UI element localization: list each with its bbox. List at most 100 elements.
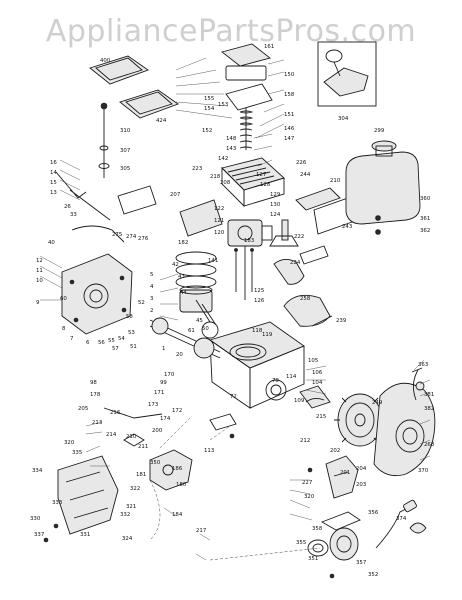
callout-330: 330 [30, 516, 41, 522]
callout-355: 355 [296, 540, 306, 546]
valve-spring-assembly[interactable] [239, 108, 254, 150]
spark-plug[interactable] [269, 219, 299, 247]
callout-362: 362 [420, 228, 430, 234]
callout-120: 120 [214, 230, 225, 236]
callout-320: 320 [304, 494, 315, 500]
callout-45: 50 [202, 326, 209, 332]
callout-213: 211 [138, 444, 148, 450]
callout-54: 55 [108, 338, 115, 344]
callout-125: 125 [254, 288, 264, 294]
callout-381: 381 [424, 392, 434, 398]
air-filter-pad-424[interactable] [119, 89, 179, 119]
callout-146: 146 [284, 126, 295, 132]
spark-plug-lead[interactable] [411, 367, 425, 401]
callout-1: 20 [176, 352, 183, 358]
governor-linkage[interactable] [55, 171, 125, 243]
callout-203: 201 [340, 470, 350, 476]
flywheel[interactable] [334, 393, 386, 447]
callout-358: 358 [312, 526, 323, 532]
callout-357: 357 [356, 560, 366, 566]
exhaust-deflector[interactable] [283, 294, 333, 327]
callout-225: 223 [192, 166, 202, 172]
fastener-set[interactable] [43, 433, 335, 579]
callout-170: 98 [90, 380, 97, 386]
callout-182: 180 [176, 482, 187, 488]
blower-housing-cover-161[interactable] [221, 43, 273, 111]
starter-bracket[interactable] [325, 455, 359, 499]
callout-424: 424 [156, 118, 167, 124]
callout-151: 151 [284, 112, 294, 118]
callout-129: 129 [270, 192, 281, 198]
callout-276: 274 [126, 234, 137, 240]
callout-352: 352 [368, 572, 378, 578]
callout-11: 10 [36, 278, 43, 284]
callout-363: 363 [418, 362, 428, 368]
callout-142: 142 [218, 156, 228, 162]
cylinder-head[interactable] [221, 157, 285, 208]
ignition-module-inset[interactable] [317, 41, 377, 107]
callout-112: 113 [204, 448, 214, 454]
callout-241: 239 [336, 318, 347, 324]
callout-43: 44 [180, 290, 187, 296]
callout-153: 153 [218, 102, 228, 108]
callout-188: 186 [172, 466, 183, 472]
callout-324: 324 [122, 536, 133, 542]
blower-housing[interactable] [373, 382, 436, 477]
callout-150: 150 [284, 72, 295, 78]
governor-arm[interactable] [103, 407, 163, 447]
fuel-tank-360[interactable] [345, 140, 421, 235]
callout-52: 53 [128, 330, 135, 336]
air-filter-pad-400[interactable] [89, 55, 149, 85]
rewind-cup[interactable] [307, 539, 329, 557]
callout-70: 70 [272, 378, 279, 384]
callout-382: 382 [424, 406, 434, 412]
starter-pulley[interactable] [320, 511, 361, 561]
callout-126: 126 [254, 298, 265, 304]
callout-57: 58 [126, 314, 133, 320]
callout-183: 181 [136, 472, 146, 478]
callout-143: 143 [226, 146, 236, 152]
callout-206: 204 [356, 466, 367, 472]
head-bolts[interactable] [234, 248, 254, 292]
fuel-line [149, 479, 161, 541]
callout-101: 105 [308, 358, 318, 364]
muffler-assembly[interactable] [273, 245, 329, 285]
callout-218: 216 [110, 410, 121, 416]
callout-161: 161 [264, 44, 274, 50]
callout-141: 141 [208, 258, 218, 264]
callout-305: 305 [120, 166, 130, 172]
primer-bulb[interactable] [409, 522, 427, 534]
oil-drain[interactable] [209, 413, 237, 431]
side-cover[interactable] [61, 253, 133, 335]
throttle-bracket[interactable] [117, 185, 223, 237]
callout-301: 299 [374, 128, 385, 134]
callout-174: 172 [172, 408, 182, 414]
crankshaft[interactable] [149, 317, 221, 359]
callout-20: 26 [64, 204, 71, 210]
starter-handle[interactable] [375, 499, 417, 549]
ignition-coil[interactable] [299, 385, 331, 409]
callout-220: 218 [210, 174, 221, 180]
connecting-rod[interactable] [195, 299, 219, 339]
lower-cover[interactable] [57, 455, 119, 535]
callout-118: 118 [252, 328, 263, 334]
callout-40: 42 [172, 262, 179, 268]
callout-173: 171 [154, 390, 164, 396]
carburetor-assembly[interactable] [227, 219, 273, 300]
callout-307: 307 [120, 148, 130, 154]
callout-51: 52 [138, 300, 145, 306]
callout-60: 61 [188, 328, 195, 334]
callout-400: 400 [100, 58, 111, 64]
callout-277: 275 [112, 232, 122, 238]
callout-55: 56 [98, 340, 105, 346]
callout-306: 304 [338, 116, 349, 122]
callout-108: 114 [286, 374, 297, 380]
fill-tube-310[interactable] [98, 102, 110, 178]
callout-14: 15 [50, 180, 57, 186]
engine-block[interactable] [208, 321, 305, 409]
callout-370: 370 [418, 468, 429, 474]
callout-186: 184 [172, 512, 183, 518]
callout-42: 43 [178, 274, 185, 280]
control-cable [159, 417, 231, 449]
